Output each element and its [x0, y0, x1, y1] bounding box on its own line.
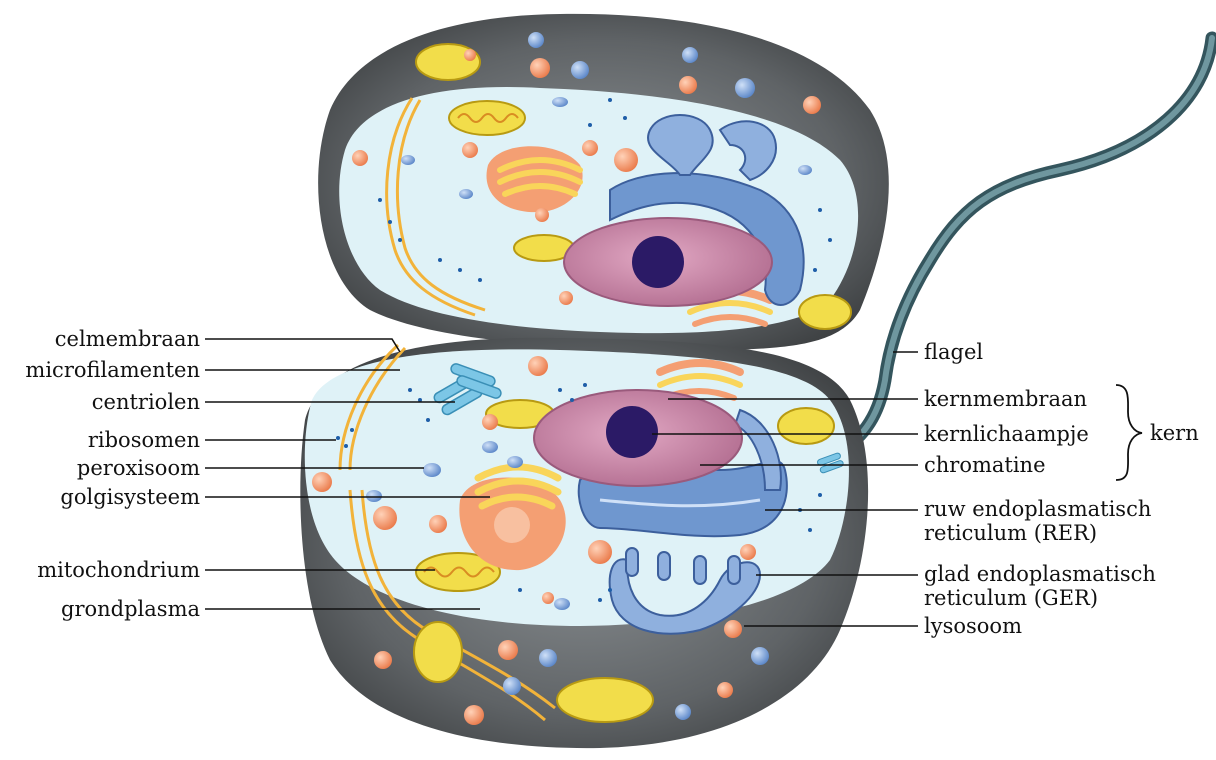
label-centriolen: centriolen — [0, 390, 200, 414]
label-microfilamenten: microfilamenten — [0, 358, 200, 382]
label-lysosoom: lysosoom — [924, 614, 1022, 638]
label-rer-line1: ruw endoplasmatisch — [924, 497, 1151, 521]
peroxisome — [423, 463, 441, 477]
label-kern: kern — [1150, 421, 1199, 445]
label-flagel: flagel — [924, 340, 983, 364]
label-ribosomen: ribosomen — [0, 428, 200, 452]
lysosome — [724, 620, 742, 638]
label-kernlichaampje: kernlichaampje — [924, 422, 1089, 446]
label-chromatine: chromatine — [924, 453, 1046, 477]
label-ger-line2: reticulum (GER) — [924, 586, 1098, 610]
nucleolus-upper — [632, 236, 684, 288]
label-rer-line2: reticulum (RER) — [924, 521, 1097, 545]
label-peroxisoom: peroxisoom — [0, 456, 200, 480]
label-grondplasma: grondplasma — [0, 597, 200, 621]
nucleolus-lower — [606, 406, 658, 458]
label-mitochondrium: mitochondrium — [0, 558, 200, 582]
label-celmembraan: celmembraan — [0, 327, 200, 351]
label-golgisysteem: golgisysteem — [0, 485, 200, 509]
label-kernmembraan: kernmembraan — [924, 387, 1087, 411]
kern-brace — [1116, 385, 1142, 480]
label-ger-line1: glad endoplasmatisch — [924, 562, 1156, 586]
